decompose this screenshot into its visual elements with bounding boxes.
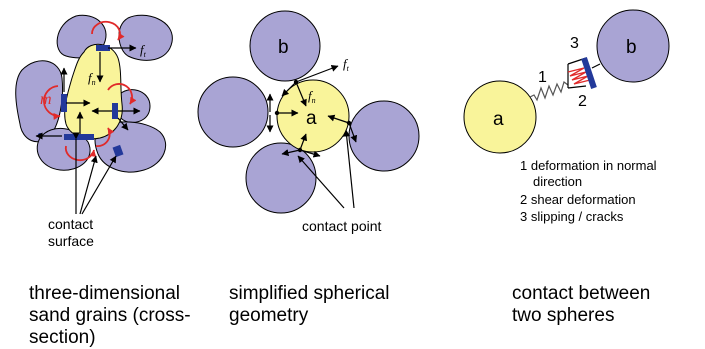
label-moment: m bbox=[40, 91, 52, 108]
contact-surface-bottom bbox=[64, 134, 94, 140]
link-to-b bbox=[591, 63, 601, 69]
label-sphere-a-panel2: a bbox=[306, 108, 317, 129]
caption-spherical-geometry: simplified spherical geometry bbox=[229, 283, 390, 326]
label-sphere-b-panel3: b bbox=[626, 37, 637, 58]
slip-contact-bar bbox=[581, 57, 597, 89]
arrow-bottom-left bbox=[281, 149, 301, 157]
leader-contact-point-2 bbox=[343, 129, 355, 209]
panel-spheres: b a ft fn contact point bbox=[197, 10, 420, 234]
label-contact-surface-1: contact bbox=[48, 216, 93, 232]
contact-surface-small bbox=[112, 144, 124, 158]
panel-sand-grains: ft fn m contact surface bbox=[15, 14, 173, 249]
label-sphere-b-panel2: b bbox=[278, 37, 289, 58]
shear-frame-bottom bbox=[567, 85, 587, 89]
contact-surface-left bbox=[61, 94, 67, 112]
leader-contact-point-1 bbox=[297, 155, 345, 209]
arrow-ft-panel2 bbox=[295, 65, 339, 83]
grain-center-yellow bbox=[64, 43, 123, 140]
arrow-bottom-right bbox=[299, 149, 321, 158]
moment-arc-bottom bbox=[64, 145, 97, 162]
moment-arc-right bbox=[107, 83, 137, 105]
leader-line-3 bbox=[81, 155, 117, 215]
legend-line-2: direction bbox=[533, 174, 583, 189]
legend-line-3: 2 shear deformation bbox=[520, 192, 636, 207]
label-num-3: 3 bbox=[570, 35, 579, 52]
arrow-right-down bbox=[348, 122, 358, 143]
label-fn-panel1: fn bbox=[88, 70, 96, 87]
sphere-left-panel2 bbox=[197, 76, 269, 148]
moment-arc-bottom-right bbox=[95, 127, 115, 147]
moment-arc-top bbox=[91, 20, 125, 41]
label-contact-surface-2: surface bbox=[48, 233, 94, 249]
sphere-b-panel2 bbox=[249, 10, 321, 82]
sphere-b-panel3 bbox=[596, 9, 670, 83]
contact-surface-right bbox=[112, 103, 118, 119]
label-contact-point: contact point bbox=[302, 218, 381, 234]
arrow-top-out bbox=[281, 81, 297, 97]
label-sphere-a-panel3: a bbox=[493, 109, 504, 130]
label-num-2: 2 bbox=[578, 93, 587, 110]
leader-line-2 bbox=[79, 155, 98, 215]
label-ft-panel1: ft bbox=[140, 42, 147, 59]
arrow-right-diag bbox=[117, 117, 129, 131]
legend-line-4: 3 slipping / cracks bbox=[520, 209, 624, 224]
caption-contact-spheres: contact between two spheres bbox=[512, 283, 651, 326]
sphere-bottom-panel2 bbox=[245, 142, 317, 214]
moment-arc-left bbox=[43, 85, 61, 120]
arrow-fn-panel2 bbox=[295, 81, 307, 107]
label-num-1: 1 bbox=[538, 69, 547, 86]
normal-spring bbox=[529, 81, 569, 102]
legend-line-1: 1 deformation in normal bbox=[520, 158, 657, 173]
caption-sand-grains: three-dimensional sand grains (cross- se… bbox=[29, 283, 191, 348]
sphere-right-panel2 bbox=[348, 100, 420, 172]
panel-contact-model: a b 1 2 3 bbox=[463, 9, 670, 154]
arrow-bottom-in bbox=[299, 133, 307, 151]
arrow-right-in bbox=[327, 114, 350, 124]
shear-spring bbox=[567, 67, 591, 85]
sphere-a-panel3 bbox=[463, 80, 537, 154]
label-ft-panel2: ft bbox=[343, 56, 350, 73]
label-fn-panel2: fn bbox=[308, 88, 316, 105]
contact-surface-top bbox=[96, 45, 110, 51]
